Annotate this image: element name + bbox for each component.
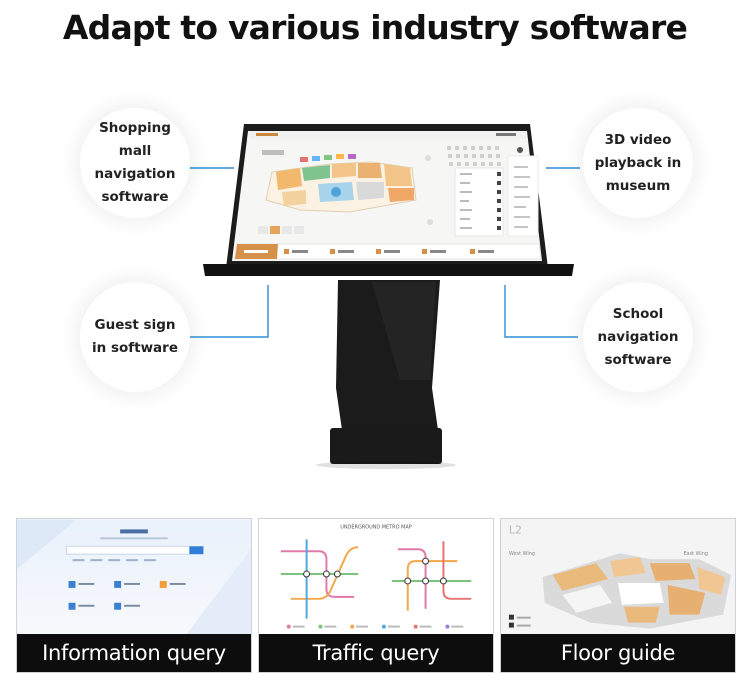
- card-floor-guide[interactable]: L2 West Wing East Wing Floor guide: [500, 518, 736, 673]
- kiosk-base: [330, 428, 442, 464]
- feature-bubble-guest: Guest sign in software: [80, 282, 190, 392]
- feature-label-shopping: Shopping mall navigation software: [94, 120, 176, 205]
- metro-map-heading: UNDERGROUND METRO MAP: [340, 524, 411, 530]
- feature-label-museum: 3D video playback in museum: [594, 131, 682, 194]
- floor-guide-thumbnail: L2 West Wing East Wing: [501, 519, 735, 636]
- card-information-query[interactable]: Information query: [16, 518, 252, 673]
- feature-label-guest: Guest sign in software: [92, 317, 178, 356]
- screen-side-panel: [447, 146, 539, 237]
- feature-bubble-museum: 3D video playback in museum: [583, 108, 693, 218]
- card-label-traffic-query: Traffic query: [259, 634, 493, 672]
- feature-bubble-school: School navigation software: [583, 282, 693, 392]
- card-traffic-query[interactable]: UNDERGROUND METRO MAP Traffic query: [258, 518, 494, 673]
- traffic-query-thumbnail: UNDERGROUND METRO MAP: [259, 519, 493, 636]
- card-label-information-query: Information query: [17, 634, 251, 672]
- page-title: Adapt to various industry software: [62, 8, 688, 47]
- floor-number: L2: [509, 523, 522, 536]
- connector-lines: [187, 167, 580, 338]
- east-wing-label: East Wing: [683, 551, 708, 557]
- west-wing-label: West Wing: [509, 551, 535, 557]
- kiosk-illustration: [187, 124, 580, 469]
- card-label-floor-guide: Floor guide: [501, 634, 735, 672]
- feature-bubble-shopping: Shopping mall navigation software: [80, 108, 190, 218]
- information-query-thumbnail: [17, 519, 251, 636]
- feature-label-school: School navigation software: [597, 305, 679, 368]
- screen-mall-map: [262, 150, 433, 225]
